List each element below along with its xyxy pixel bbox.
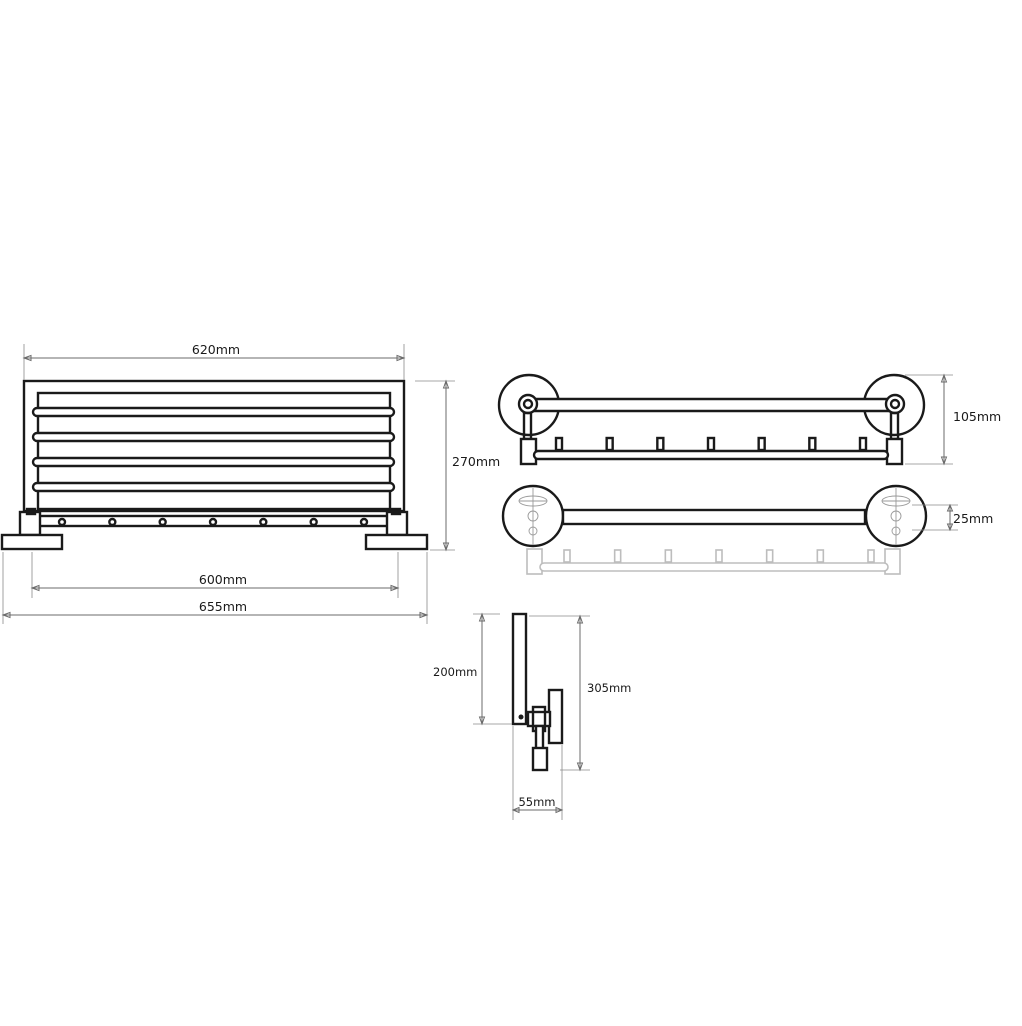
- dim-600: 600mm: [30, 552, 400, 598]
- front-hook: [208, 517, 218, 527]
- top-mount-left: [519, 437, 538, 466]
- ghost-hook: [715, 549, 723, 563]
- dim-270: 270mm: [415, 379, 500, 552]
- front-hook: [309, 517, 318, 527]
- top-hook: [706, 436, 716, 452]
- top-hooks: [554, 436, 868, 452]
- ghost-hook: [664, 549, 673, 563]
- front-hooks: [57, 517, 369, 527]
- front-view: 620mm 270mm 600mm 655mm: [0, 342, 500, 624]
- back-ghost-row: [526, 548, 901, 575]
- dim-label-620: 620mm: [192, 342, 240, 357]
- front-rail-4: [31, 481, 396, 493]
- front-rail-1: [31, 406, 396, 418]
- ghost-hook: [816, 549, 825, 563]
- front-hook: [57, 517, 67, 527]
- ghost-hook: [765, 549, 774, 563]
- back-rail: [561, 508, 867, 526]
- dim-label-600: 600mm: [199, 572, 247, 587]
- side-pin: [518, 714, 524, 720]
- dim-label-305: 305mm: [587, 681, 631, 695]
- dim-label-270: 270mm: [452, 454, 500, 469]
- side-arm: [526, 710, 552, 728]
- top-hook: [554, 436, 564, 452]
- front-rail-3: [31, 456, 396, 468]
- ghost-mount-left: [526, 548, 543, 575]
- ghost-hook: [867, 549, 875, 563]
- ghost-mount-right: [884, 548, 901, 575]
- dim-200: 200mm: [433, 612, 512, 726]
- side-view: 200mm 305mm 55mm: [433, 612, 631, 820]
- top-hook: [808, 436, 817, 452]
- dim-25: 25mm: [912, 503, 993, 532]
- top-hook: [605, 436, 614, 452]
- top-rail-end-right: [884, 393, 906, 415]
- top-main-rail: [524, 397, 900, 413]
- dim-label-55: 55mm: [518, 795, 555, 809]
- ghost-hook: [613, 549, 622, 563]
- top-rail-end-left: [517, 393, 539, 415]
- front-hook: [359, 517, 369, 527]
- front-rail-2: [31, 431, 396, 443]
- front-mount-right: [385, 510, 409, 537]
- dim-label-655: 655mm: [199, 599, 247, 614]
- dim-305: 305mm: [529, 614, 631, 772]
- side-hook-mount: [531, 746, 549, 772]
- top-view: 105mm: [497, 373, 1001, 466]
- side-stem: [534, 724, 545, 752]
- dim-label-105: 105mm: [953, 409, 1001, 424]
- front-base-left: [0, 533, 64, 551]
- dim-620: 620mm: [22, 342, 406, 380]
- back-view: 25mm: [501, 484, 993, 575]
- top-hook: [858, 436, 868, 452]
- front-mount-left: [18, 510, 42, 537]
- front-bracket-left: [25, 507, 37, 516]
- front-hook: [259, 517, 268, 527]
- back-fixing-left: [518, 488, 548, 545]
- top-mount-right: [885, 437, 904, 466]
- top-rail-end-left-inner: [522, 398, 534, 410]
- front-hook: [108, 517, 117, 527]
- dim-label-25: 25mm: [953, 511, 993, 526]
- top-hook-rod: [532, 449, 890, 461]
- top-hook: [656, 436, 665, 452]
- top-rail-end-right-inner: [889, 398, 901, 410]
- ghost-hooks: [563, 549, 875, 563]
- dim-label-200: 200mm: [433, 665, 477, 679]
- ghost-hook: [563, 549, 571, 563]
- front-base-right: [364, 533, 429, 551]
- front-bracket-right: [390, 507, 402, 516]
- ghost-rod: [539, 562, 889, 572]
- dim-105: 105mm: [905, 373, 1001, 466]
- top-hook: [757, 436, 766, 452]
- side-upright: [511, 612, 528, 726]
- dim-655: 655mm: [1, 552, 429, 624]
- back-fixing-right: [881, 488, 911, 545]
- front-hook: [158, 517, 167, 527]
- dim-55: 55mm: [511, 726, 564, 820]
